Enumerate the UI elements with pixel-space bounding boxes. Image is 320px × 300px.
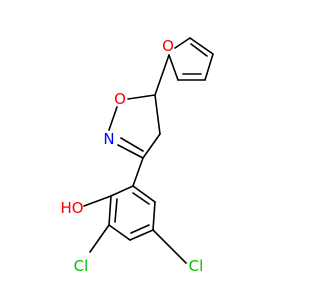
bond-c3-cl [89,224,110,253]
bond-n-c3 [117,144,144,159]
bond-c5-o [127,94,156,100]
atom-hydroxyl: HO [60,199,83,217]
isoxazoline-ring [108,54,170,159]
atom-oxygen-ring: O [114,90,126,108]
bond-furan-o-c2 [168,54,179,81]
bond-ar-c5-c6 [152,201,156,231]
bond-furan-c4-c5 [189,37,214,55]
bond-ar-c6-c1-double [132,192,150,205]
bond-furan-c4-c5-double [190,43,208,57]
bond-ar-c4-c5 [129,229,154,241]
bond-o-n [108,106,118,131]
molecule-drawing: O O N HO Cl Cl [60,37,214,275]
furan-ring [168,37,214,81]
bond-c5-furan [154,54,170,96]
bond-furan-c3-c4 [204,53,214,81]
structure-canvas: O O N HO Cl Cl [60,37,214,275]
bond-c4-c5 [154,94,161,135]
benzene-ring [108,185,156,241]
atom-oxygen-furan: O [162,37,174,55]
bond-ar-c2-c3 [108,195,112,226]
bond-ar-c6-c1 [132,185,156,203]
atom-chlorine-right: Cl [189,257,204,275]
bond-furan-c5-o [174,37,191,49]
bond-ar-c2-c3-double [114,198,118,223]
bond-n-c3-double [120,137,144,152]
bond-c3-aryl [132,157,144,187]
bond-ar-c4-c5-double [130,224,150,234]
atom-chlorine-left: Cl [74,257,89,275]
bond-ar-c1-c2 [110,185,134,197]
atom-nitrogen: N [103,130,114,148]
bond-ar-c3-c4 [108,224,131,241]
bond-c2-oh [83,195,112,207]
bond-c5-cl [152,229,187,264]
bond-c3-c4 [142,133,161,159]
